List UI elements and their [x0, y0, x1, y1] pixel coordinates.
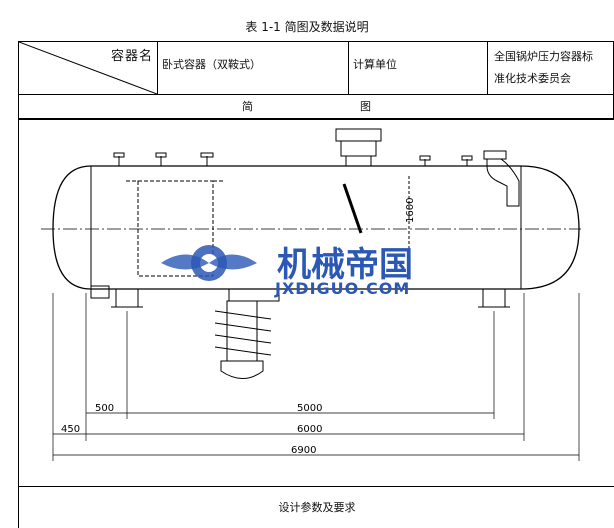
vessel-name-label: 容器名: [110, 49, 153, 64]
diagonal-line: [19, 42, 157, 94]
sketch-label-right: 图: [360, 100, 371, 113]
internal-pipe: [342, 183, 363, 234]
saddles: [90, 285, 510, 308]
header-table: 容器名 卧式容器（双鞍式） 计算单位 全国锅炉压力容器标 准化技术委员会: [18, 41, 614, 120]
watermark-cn: 机械帝国: [277, 245, 413, 285]
organization-line1: 全国锅炉压力容器标: [494, 50, 593, 63]
dim-450: 450: [61, 424, 80, 435]
dim-500: 500: [95, 403, 114, 414]
dim-6000: 6000: [297, 424, 322, 435]
vessel-drawing: 1600: [18, 118, 614, 487]
vessel-drawing-svg: 1600: [41, 128, 581, 461]
sketch-header-cell: [18, 94, 614, 120]
footer-row: 设计参数及要求: [18, 486, 614, 528]
manway-outline: [137, 180, 214, 277]
bottom-boot: [214, 288, 280, 379]
watermark: 机械帝国 JXDIGUO.COM: [161, 245, 413, 298]
calc-unit: 计算单位: [348, 41, 488, 95]
table-title: 表 1-1 简图及数据说明: [245, 20, 369, 34]
dim-5000: 5000: [297, 403, 322, 414]
dim-1600: 1600: [405, 198, 416, 223]
top-nozzles: [113, 128, 473, 166]
footer-label: 设计参数及要求: [278, 501, 356, 514]
dim-6900: 6900: [291, 445, 316, 456]
organization-line2: 准化技术委员会: [494, 72, 571, 85]
organization: 全国锅炉压力容器标 准化技术委员会: [487, 41, 614, 95]
watermark-en: JXDIGUO.COM: [274, 279, 410, 298]
vessel-type: 卧式容器（双鞍式）: [157, 41, 349, 95]
dimension-lines: [53, 412, 579, 456]
elbow-nozzle: [486, 158, 520, 207]
vessel-name-cell: 容器名: [18, 41, 158, 95]
extension-lines: [52, 293, 580, 461]
sketch-label-left: 简: [242, 100, 253, 113]
